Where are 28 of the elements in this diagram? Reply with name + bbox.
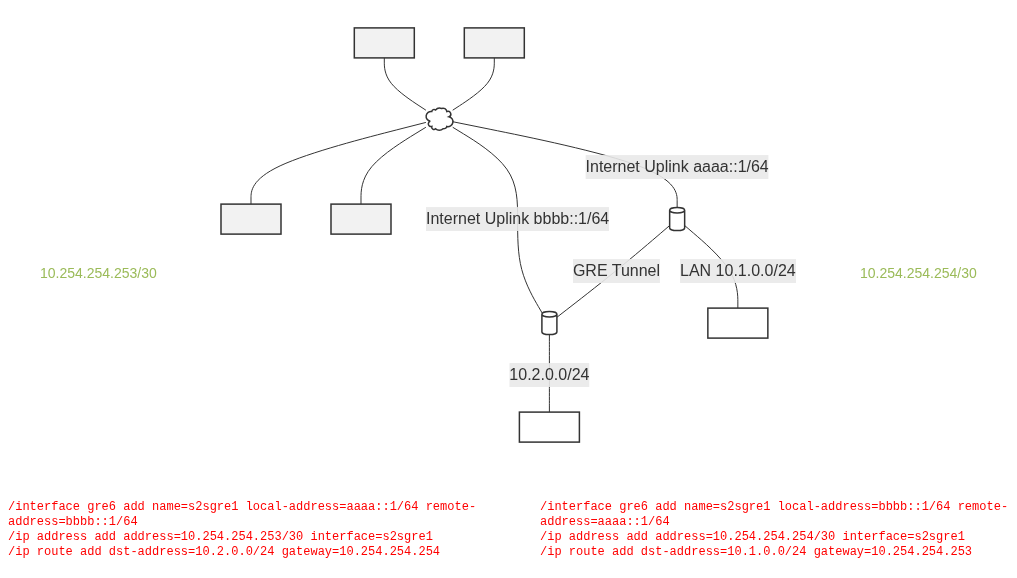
node-cloud (425, 107, 454, 132)
connector (452, 57, 495, 111)
config-command: /ip route add dst-address=10.2.0.0/24 gateway=10.254.254.254 (8, 545, 442, 560)
node-box (463, 27, 526, 59)
node-cylinder (669, 206, 686, 232)
config-command: /interface gre6 add name=s2sgre1 local-address=bbbb::1/64 remote-address=aaaa::1/64 (540, 500, 1010, 530)
node-box (518, 411, 581, 443)
node-box (353, 27, 416, 59)
node-cylinder (541, 310, 558, 336)
config-command: /ip address add address=10.254.254.253/30 interface=s2sgre1 (8, 530, 434, 545)
connector (250, 121, 427, 205)
connector (556, 225, 671, 318)
node-box (330, 203, 392, 235)
config-command: /ip route add dst-address=10.1.0.0/24 gateway=10.254.254.253 (540, 545, 974, 560)
ip-address-label: 10.254.254.254/30 (860, 265, 977, 281)
config-command: /ip address add address=10.254.254.254/30 interface=s2sgre1 (540, 530, 966, 545)
edge-label: LAN 10.1.0.0/24 (680, 262, 796, 280)
node-box (220, 203, 282, 235)
connector (452, 126, 543, 314)
edge-label: Internet Uplink bbbb::1/64 (426, 210, 610, 228)
node-box (707, 307, 769, 339)
edge-label: GRE Tunnel (573, 262, 661, 280)
connector (383, 57, 427, 111)
edge-label: 10.2.0.0/24 (509, 366, 590, 384)
edge-label: Internet Uplink aaaa::1/64 (585, 158, 769, 176)
ip-address-label: 10.254.254.253/30 (40, 265, 157, 281)
connector (360, 126, 427, 205)
config-command: /interface gre6 add name=s2sgre1 local-address=aaaa::1/64 remote-address=bbbb::1/64 (8, 500, 478, 530)
